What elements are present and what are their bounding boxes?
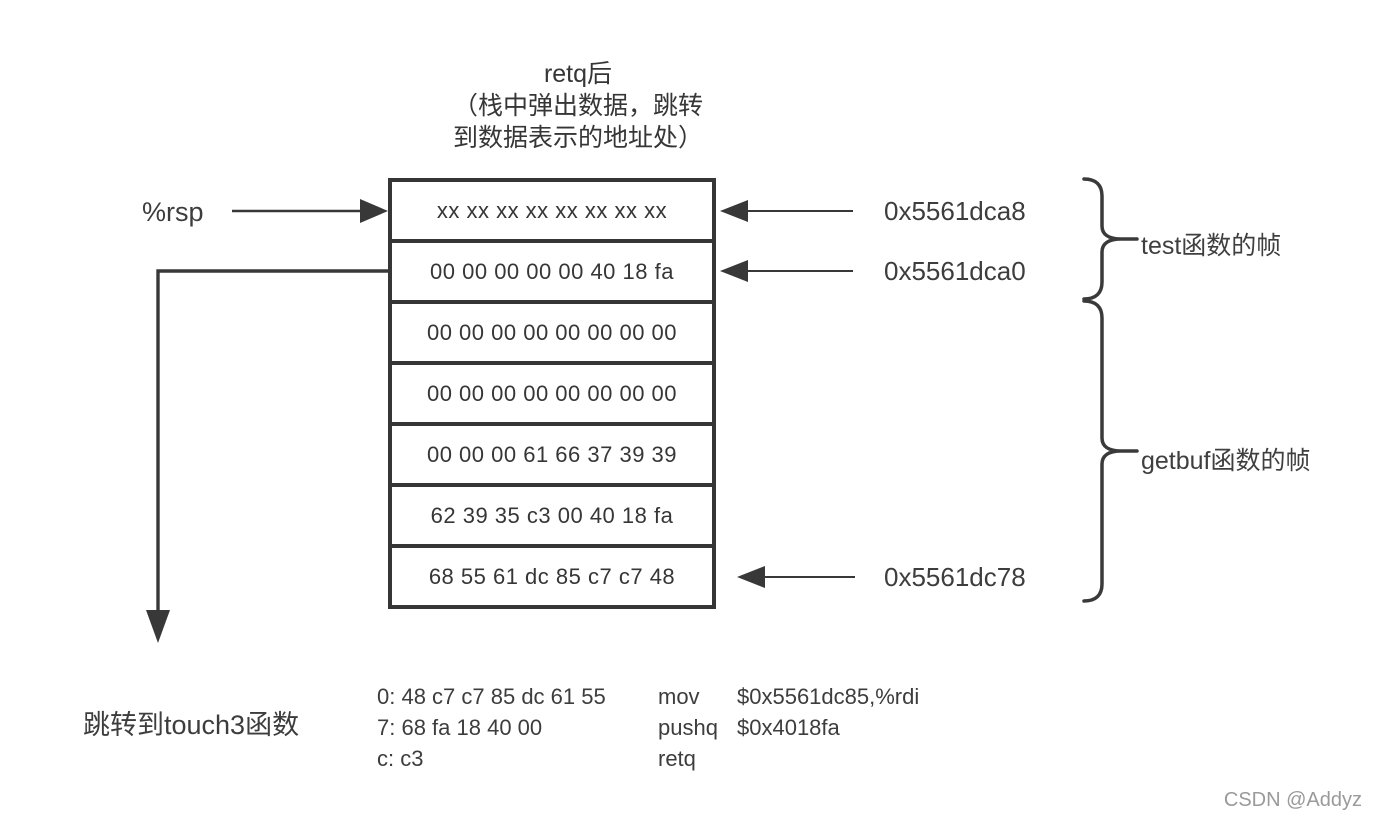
assembly-line-retq: c: c3 retq	[377, 743, 919, 774]
stack-row-cookie-string-high: 00 00 00 61 66 37 39 39	[392, 426, 712, 487]
assembly-bytes: 7: 68 fa 18 40 00	[377, 714, 543, 740]
assembly-listing: 0: 48 c7 c7 85 dc 61 55 mov $0x5561dc85,…	[377, 681, 919, 774]
address-label-0x5561dc78: 0x5561dc78	[884, 562, 1026, 592]
csdn-watermark: CSDN @Addyz	[1223, 789, 1362, 811]
stack-memory-box: xx xx xx xx xx xx xx xx 00 00 00 00 00 4…	[388, 178, 716, 609]
getbuf-frame-label: getbuf函数的帧	[1141, 447, 1311, 475]
assembly-line-pushq: 7: 68 fa 18 40 00 pushq $0x4018fa	[377, 712, 919, 743]
rsp-arrow	[232, 199, 388, 223]
diagram-title-line2: （栈中弹出数据，跳转	[452, 92, 703, 120]
assembly-operands: $0x4018fa	[737, 714, 840, 740]
diagram-title-line3: 到数据表示的地址处）	[452, 124, 703, 152]
jump-to-touch3-label: 跳转到touch3函数	[83, 710, 300, 740]
assembly-mnemonic: pushq	[658, 714, 718, 740]
stack-row-injected-return: 00 00 00 00 00 40 18 fa	[392, 243, 712, 304]
address-label-0x5561dca0: 0x5561dca0	[884, 256, 1026, 286]
stack-row-padding-2: 00 00 00 00 00 00 00 00	[392, 365, 712, 426]
rsp-register-label: %rsp	[142, 197, 204, 227]
diagram-title-line1: retq后	[543, 60, 613, 88]
assembly-bytes: 0: 48 c7 c7 85 dc 61 55	[377, 683, 606, 709]
address-arrow-0x5561dca8	[720, 200, 853, 222]
stack-row-cookie-string-low: 62 39 35 c3 00 40 18 fa	[392, 487, 712, 548]
assembly-mnemonic: mov	[658, 683, 700, 709]
test-frame-label: test函数的帧	[1141, 232, 1282, 260]
address-label-0x5561dca8: 0x5561dca8	[884, 196, 1026, 226]
address-arrow-0x5561dc78	[737, 566, 855, 588]
assembly-mnemonic: retq	[658, 745, 696, 771]
assembly-operands: $0x5561dc85,%rdi	[737, 683, 920, 709]
stack-row-padding-1: 00 00 00 00 00 00 00 00	[392, 304, 712, 365]
diagram-title: retq后 （栈中弹出数据，跳转 到数据表示的地址处）	[368, 58, 788, 154]
assembly-line-mov: 0: 48 c7 c7 85 dc 61 55 mov $0x5561dc85,…	[377, 681, 919, 712]
jump-flow-arrow	[146, 269, 389, 643]
stack-row-injected-code: 68 55 61 dc 85 c7 c7 48	[392, 548, 712, 605]
address-arrow-0x5561dca0	[720, 260, 853, 282]
test-frame-brace	[1082, 177, 1139, 301]
assembly-bytes: c: c3	[377, 745, 424, 771]
getbuf-frame-brace	[1082, 299, 1139, 603]
stack-row-return-address: xx xx xx xx xx xx xx xx	[392, 182, 712, 243]
